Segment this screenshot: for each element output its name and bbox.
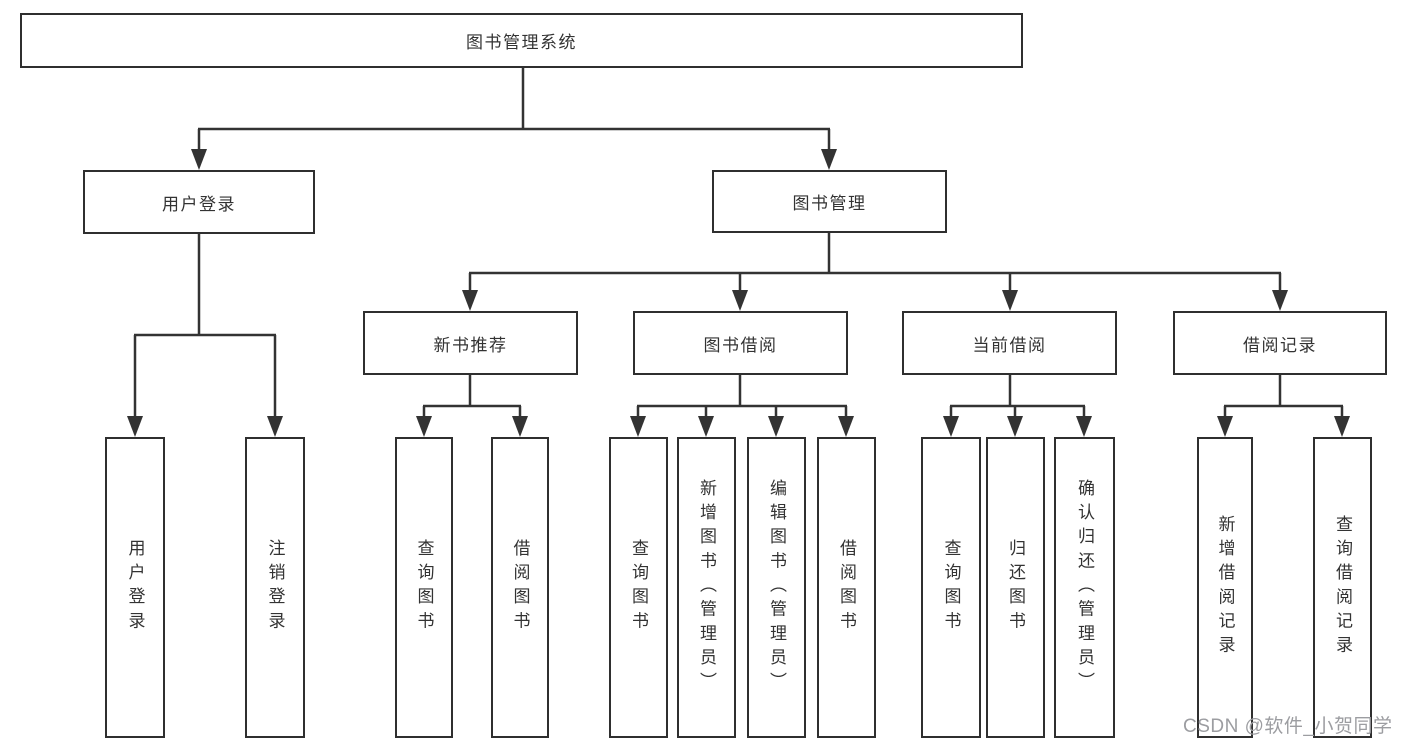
leaf-query-books-current: 查询图书 xyxy=(921,437,981,738)
leaf-add-borrow-record-label: 新增借阅记录 xyxy=(1215,515,1235,660)
leaf-borrow-books-recommend: 借阅图书 xyxy=(491,437,549,738)
node-new-book-recommend: 新书推荐 xyxy=(363,311,578,375)
node-current-borrowing-label: 当前借阅 xyxy=(972,335,1047,355)
leaf-query-books-borrowing-label: 查询图书 xyxy=(629,539,648,636)
connector-book-borrowing xyxy=(630,375,854,437)
node-new-book-recommend-label: 新书推荐 xyxy=(433,335,508,355)
leaf-query-books-recommend: 查询图书 xyxy=(395,437,453,738)
node-user-login-label: 用户登录 xyxy=(162,194,236,214)
leaf-query-borrow-record-label: 查询借阅记录 xyxy=(1333,515,1352,660)
leaf-user-login-label: 用户登录 xyxy=(125,539,145,636)
leaf-edit-book-admin: 编辑图书（管理员） xyxy=(747,437,806,738)
leaf-borrow-books-recommend-label: 借阅图书 xyxy=(510,539,530,636)
node-book-borrowing: 图书借阅 xyxy=(633,311,848,375)
node-user-login: 用户登录 xyxy=(83,170,315,234)
leaf-borrow-books-borrowing-label: 借阅图书 xyxy=(837,539,856,636)
leaf-add-book-admin: 新增图书（管理员） xyxy=(677,437,736,738)
node-root-label: 图书管理系统 xyxy=(466,33,577,52)
connector-root xyxy=(191,68,837,170)
node-book-management: 图书管理 xyxy=(712,170,947,233)
connector-borrowing-records xyxy=(1217,375,1350,437)
leaf-add-book-admin-label: 新增图书（管理员） xyxy=(697,478,716,697)
node-current-borrowing: 当前借阅 xyxy=(902,311,1117,375)
node-book-borrowing-label: 图书借阅 xyxy=(703,335,778,355)
leaf-edit-book-admin-label: 编辑图书（管理员） xyxy=(767,478,786,697)
leaf-return-book: 归还图书 xyxy=(986,437,1045,738)
leaf-query-books-current-label: 查询图书 xyxy=(941,539,961,636)
node-root-system: 图书管理系统 xyxy=(20,13,1023,68)
leaf-query-books-borrowing: 查询图书 xyxy=(609,437,668,738)
leaf-logout-login: 注销登录 xyxy=(245,437,305,738)
node-book-management-label: 图书管理 xyxy=(792,194,867,213)
leaf-user-login: 用户登录 xyxy=(105,437,165,738)
node-borrowing-records-label: 借阅记录 xyxy=(1243,335,1317,355)
leaf-add-borrow-record: 新增借阅记录 xyxy=(1197,437,1253,738)
leaf-confirm-return-admin-label: 确认归还（管理员） xyxy=(1075,478,1094,697)
leaf-query-borrow-record: 查询借阅记录 xyxy=(1313,437,1372,738)
leaf-confirm-return-admin: 确认归还（管理员） xyxy=(1054,437,1115,738)
leaf-logout-login-label: 注销登录 xyxy=(265,539,285,636)
leaf-borrow-books-borrowing: 借阅图书 xyxy=(817,437,876,738)
csdn-watermark: CSDN @软件_小贺同学 xyxy=(1183,716,1393,737)
node-borrowing-records: 借阅记录 xyxy=(1173,311,1387,375)
connector-new-book-recommend xyxy=(416,375,528,437)
connector-current-borrowing xyxy=(943,375,1092,437)
connector-book-management xyxy=(462,233,1288,311)
leaf-return-book-label: 归还图书 xyxy=(1006,539,1025,636)
leaf-query-books-recommend-label: 查询图书 xyxy=(414,539,434,636)
connector-user-login xyxy=(127,234,283,437)
